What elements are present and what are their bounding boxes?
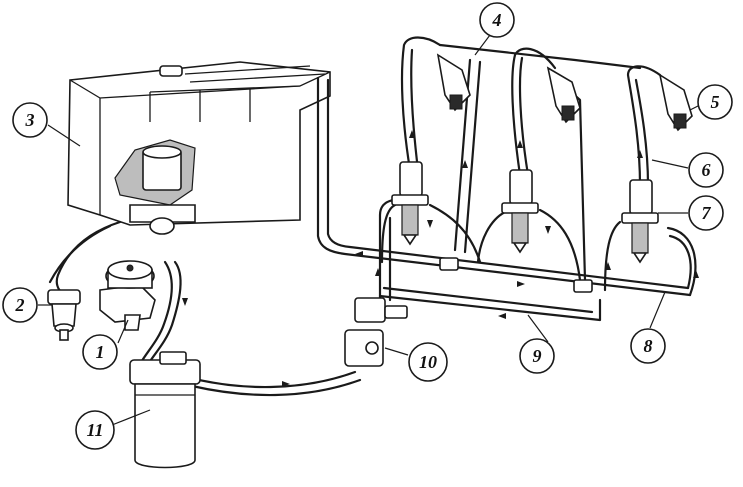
callout-2-label: 2 — [15, 295, 25, 315]
callout-9: 9 — [519, 338, 555, 374]
callout-1: 1 — [82, 334, 118, 370]
top-fitting-2 — [546, 66, 581, 124]
callout-3-label: 3 — [25, 110, 35, 130]
callout-1-label: 1 — [96, 342, 105, 362]
callout-8-label: 8 — [644, 336, 653, 356]
callout-6: 6 — [688, 152, 724, 188]
callout-3: 3 — [12, 102, 48, 138]
callout-8: 8 — [630, 328, 666, 364]
injector-2 — [501, 169, 539, 254]
callout-9-label: 9 — [533, 346, 542, 366]
callout-5: 5 — [697, 84, 733, 120]
callout-2: 2 — [2, 287, 38, 323]
callout-leaders — [38, 34, 701, 426]
bypass-valve — [344, 297, 408, 367]
pipe-tees — [439, 257, 593, 293]
callout-6-label: 6 — [702, 160, 711, 180]
callout-7: 7 — [688, 195, 724, 231]
flow-arrows — [182, 130, 699, 387]
fine-filter — [129, 351, 201, 469]
callout-11-label: 11 — [86, 420, 103, 440]
callout-11: 11 — [75, 410, 115, 450]
callout-5-label: 5 — [711, 92, 720, 112]
callout-7-label: 7 — [702, 203, 712, 223]
fuel-tank — [67, 61, 331, 235]
coarse-filter — [47, 289, 81, 341]
injector-1 — [391, 161, 429, 246]
fuel-pump — [99, 260, 156, 331]
callout-4-label: 4 — [492, 10, 502, 30]
callout-10-label: 10 — [419, 352, 437, 372]
callout-10: 10 — [408, 342, 448, 382]
top-fitting-3 — [658, 73, 693, 132]
callout-4: 4 — [479, 2, 515, 38]
fuel-lines — [48, 36, 697, 397]
top-fitting-1 — [436, 53, 471, 112]
injector-3 — [621, 179, 659, 264]
